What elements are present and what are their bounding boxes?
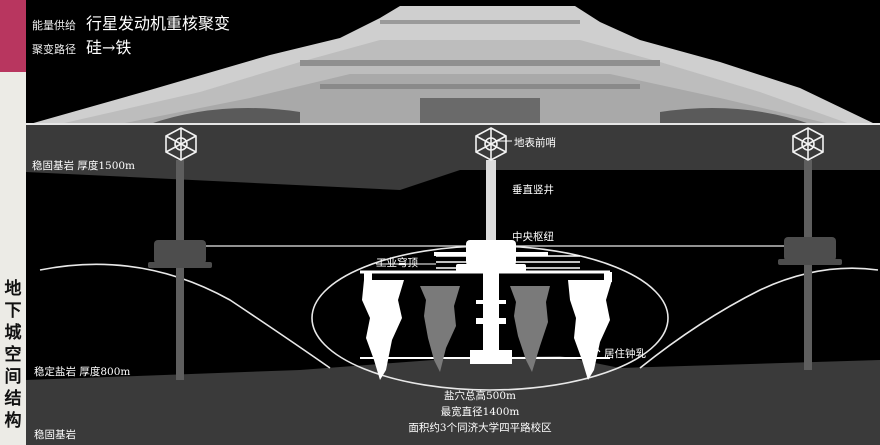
vertical-title: 地 下 城 空 间 结 构	[4, 279, 22, 431]
sidebar: 地 下 城 空 间 结 构	[0, 0, 26, 445]
sidebar-accent	[0, 0, 26, 72]
sentry-icon	[792, 127, 824, 161]
leader-lines	[376, 140, 601, 353]
fusion-label: 聚变路径	[32, 43, 76, 56]
cave-height: 盐穴总高500m	[444, 390, 516, 402]
label-bedrock-top: 稳固基岩 厚度1500m	[32, 160, 136, 172]
energy-label: 能量供给	[32, 19, 76, 32]
fusion-value: 硅→铁	[86, 38, 132, 57]
rock-strata	[26, 123, 880, 445]
habitat-stalactites	[362, 272, 612, 380]
label-surface-sentry: 地表前哨	[514, 137, 556, 149]
energy-value: 行星发动机重核聚变	[86, 14, 231, 33]
label-bedrock-bottom: 稳固基岩	[34, 429, 76, 441]
industrial-dome	[436, 255, 580, 269]
header-energy: 能量供给行星发动机重核聚变	[32, 10, 230, 34]
side-hubs	[148, 237, 842, 268]
label-stalactite: 居住钟乳	[604, 348, 646, 360]
cave-area: 面积约3个同济大学四平路校区	[408, 422, 552, 434]
label-industrial-dome: 工业穹顶	[376, 257, 418, 269]
planetary-engine	[30, 6, 875, 124]
cave-stats: 盐穴总高500m 最宽直径1400m 面积约3个同济大学四平路校区	[380, 388, 580, 436]
sentry-icon	[475, 127, 507, 161]
label-vertical-shaft: 垂直竖井	[512, 184, 554, 196]
header-fusion: 聚变路径硅→铁	[32, 34, 131, 58]
label-central-hub: 中央枢纽	[512, 231, 554, 243]
cave-diameter: 最宽直径1400m	[440, 406, 520, 418]
sentry-icon	[165, 127, 197, 161]
label-salt-rock: 稳定盐岩 厚度800m	[34, 366, 131, 378]
